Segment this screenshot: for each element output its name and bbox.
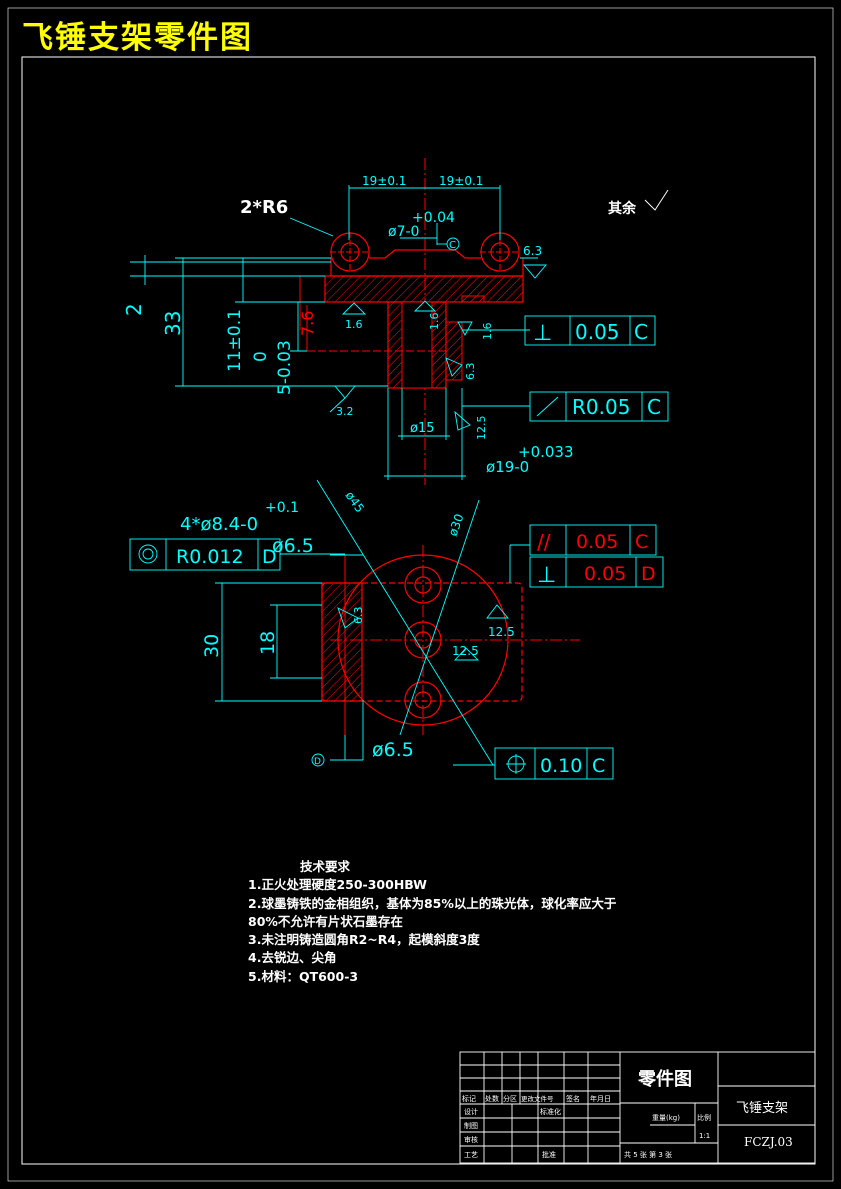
tb-hdr-5: 年月日	[590, 1094, 611, 1103]
datum-c-label: C	[449, 240, 456, 251]
tb-hdr-3: 更改文件号	[521, 1094, 554, 1103]
rough-63-mid: 6.3	[464, 363, 477, 381]
tb-drawing-type: 零件图	[637, 1068, 692, 1090]
rough-32: 3.2	[336, 405, 354, 418]
drawing-title: 飞锤支架零件图	[22, 20, 253, 56]
tb-row-1: 制图	[464, 1121, 478, 1130]
tb-row-3: 工艺	[464, 1151, 478, 1159]
rough-125: 12.5	[475, 416, 488, 441]
tb-hdr-4: 签名	[566, 1094, 580, 1103]
tb-scale-val: 1:1	[699, 1132, 710, 1140]
surface-rest-note: 其余	[608, 200, 637, 217]
dim-76: 7.6	[298, 311, 317, 336]
tech-item-1: 1.正火处理硬度250-300HBW	[248, 877, 427, 893]
fcf1-datum: C	[634, 320, 648, 344]
fcf2-datum: C	[647, 395, 661, 419]
fcf2-value: R0.05	[572, 395, 630, 419]
tb-row-0: 设计	[464, 1107, 478, 1116]
rough-16-c: 1.6	[481, 323, 494, 341]
tb-std: 标准化	[540, 1107, 561, 1116]
tb-hdr-0: 标记	[462, 1094, 476, 1103]
rough-63-top-view: 6.3	[352, 607, 365, 625]
dim-0: 0	[251, 351, 271, 362]
dim-65-top: ø6.5	[272, 535, 314, 557]
fcf-perp-symbol: ⊥	[537, 563, 556, 588]
tech-item-3: 80%不允许有片状石墨存在	[248, 913, 403, 929]
dim-2: 2	[122, 303, 146, 316]
tech-item-5: 4.去锐边、尖角	[248, 950, 337, 966]
tb-sheets: 共 5 张 第 3 张	[624, 1150, 672, 1159]
fcf-par-value: 0.05	[576, 531, 618, 553]
rough-125-a: 12.5	[488, 625, 515, 639]
fcf-pos-value: 0.10	[540, 755, 582, 777]
dim-18: 18	[257, 631, 279, 655]
rough-125-b: 12.5	[452, 644, 479, 658]
dim-holes: 4*ø8.4-0	[180, 514, 258, 535]
top-view	[321, 545, 580, 735]
fcf-pos-datum: C	[592, 755, 605, 777]
tb-weight: 重量(kg)	[652, 1114, 680, 1122]
title-block	[459, 1051, 816, 1164]
tech-item-4: 3.未注明铸造圆角R2~R4，起模斜度3度	[248, 932, 480, 948]
fcf1-value: 0.05	[575, 320, 620, 344]
fcf-conc-datum: D	[262, 546, 277, 568]
tb-hdr-1: 处数	[485, 1094, 499, 1103]
dim-5: 5-0.03	[275, 340, 295, 395]
tb-row-2: 审核	[464, 1135, 478, 1144]
dim-phi7: ø7-0	[388, 224, 419, 240]
sheet-border	[7, 7, 834, 1182]
technical-requirements: 技术要求 1.正火处理硬度250-300HBW 2.球墨铸铁的金相组织，基体为8…	[248, 858, 616, 986]
dim-11: 11±0.1	[225, 309, 245, 372]
rough-63-top: 6.3	[523, 244, 542, 258]
dim-30: 30	[201, 634, 223, 658]
dim-19-right: 19±0.1	[439, 174, 483, 188]
tb-scale: 比例	[697, 1113, 711, 1122]
tol-plus-01: +0.1	[265, 500, 299, 516]
top-view-dimensions	[129, 479, 664, 780]
tech-item-2: 2.球墨铸铁的金相组织，基体为85%以上的珠光体，球化率应大于	[248, 895, 617, 911]
tol-plus-004: +0.04	[412, 210, 455, 226]
front-view	[299, 158, 524, 485]
fcf-perp-datum: D	[641, 563, 656, 585]
fcf-conc-value: R0.012	[176, 546, 244, 568]
tech-item-6: 5.材料：QT600-3	[248, 968, 359, 984]
tb-drawing-no: FCZJ.03	[744, 1135, 793, 1149]
front-view-dimensions	[130, 185, 669, 480]
tb-hdr-2: 分区	[503, 1094, 517, 1103]
dim-phi30: ø30	[446, 512, 467, 538]
dim-phi19: ø19-0	[486, 458, 529, 476]
tb-part-name: 飞锤支架	[736, 1101, 788, 1116]
corner-radius-note: 2*R6	[240, 197, 288, 218]
drawing-frame	[21, 56, 816, 1165]
surface-rest-symbol	[644, 189, 669, 211]
tb-approve: 批准	[542, 1150, 556, 1159]
fcf-par-datum: C	[635, 531, 648, 553]
dim-phi45: ø45	[343, 489, 367, 516]
dim-phi15: ø15	[410, 421, 435, 436]
dim-33: 33	[161, 311, 185, 336]
dim-65-bot: ø6.5	[372, 739, 414, 761]
fcf-par-symbol: //	[537, 530, 551, 554]
tech-heading: 技术要求	[300, 859, 351, 874]
tol-plus-0033: +0.033	[518, 443, 574, 461]
rough-16-b: 1.6	[428, 313, 441, 331]
fcf1-symbol: ⊥	[533, 321, 552, 346]
fcf-perp-value: 0.05	[584, 563, 626, 585]
dim-19-left: 19±0.1	[362, 174, 406, 188]
datum-d-label: D	[314, 757, 321, 767]
rough-16-a: 1.6	[345, 318, 363, 331]
